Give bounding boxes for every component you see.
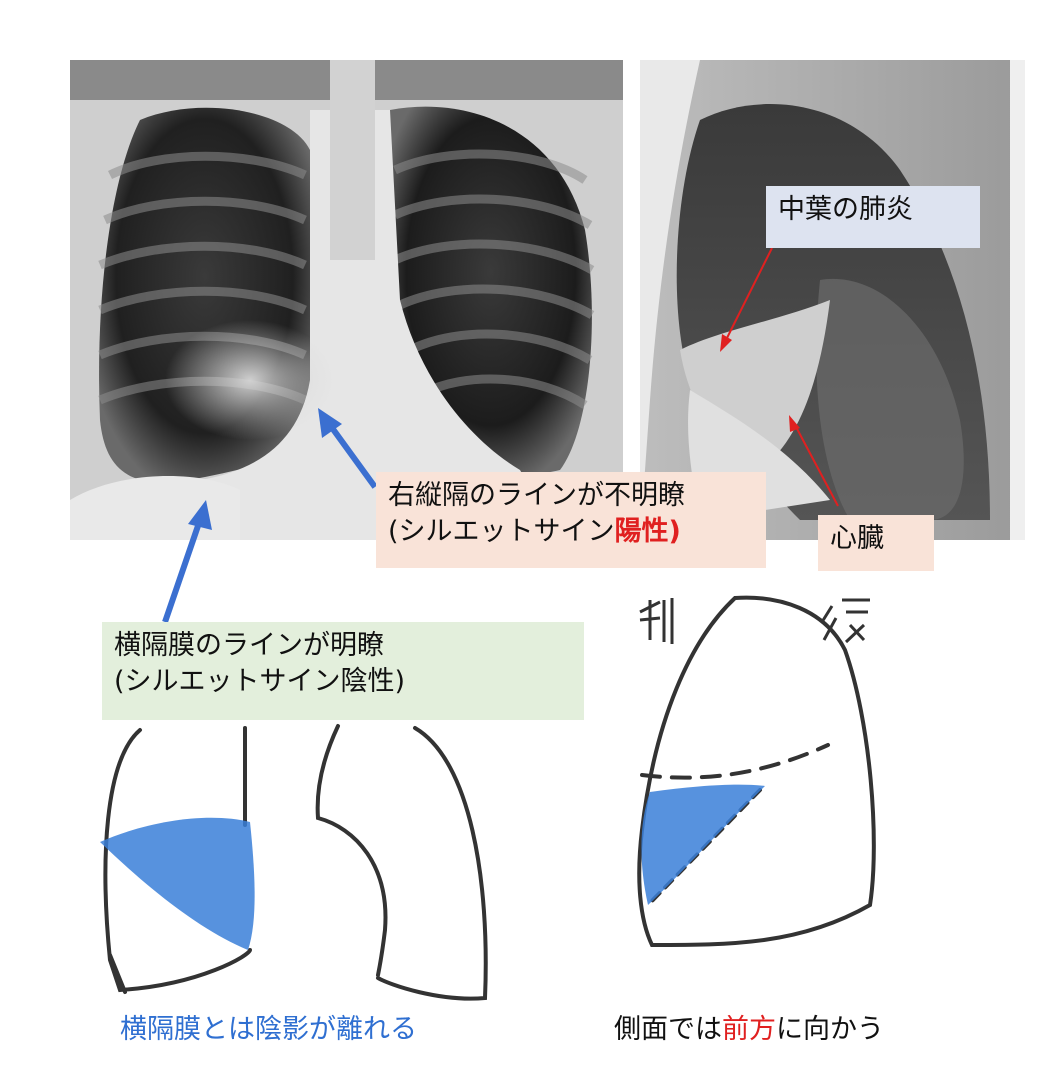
diaphragm-note: 横隔膜のラインが明瞭 (シルエットサイン陰性) bbox=[102, 622, 584, 720]
mediastinum-note: 右縦隔のラインが不明瞭 (シルエットサイン陽性) bbox=[376, 472, 766, 568]
back-handwriting bbox=[820, 598, 870, 644]
caption-right-part3: に向かう bbox=[776, 1014, 884, 1045]
arrow-to-heart bbox=[789, 415, 839, 507]
heart-note: 心臓 bbox=[818, 515, 934, 571]
arrow-to-mediastinum bbox=[318, 408, 378, 489]
silhouette-negative-text: (シルエットサイン陰性) bbox=[114, 666, 406, 697]
caption-right-part1: 側面では bbox=[614, 1014, 722, 1045]
frontal-xray-image bbox=[70, 60, 623, 540]
arrow-to-pneumonia bbox=[720, 247, 773, 352]
caption-right: 側面では前方に向かう bbox=[614, 1012, 884, 1048]
caption-left: 横隔膜とは陰影が離れる bbox=[120, 1012, 417, 1048]
middle-lobe-pneumonia-text: 中葉の肺炎 bbox=[778, 194, 913, 225]
lateral-xray-image bbox=[640, 60, 1025, 540]
heart-text: 心臓 bbox=[830, 523, 884, 554]
caption-left-text: 横隔膜とは陰影が離れる bbox=[120, 1014, 417, 1045]
silhouette-positive-prefix: (シルエットサイン bbox=[388, 516, 615, 547]
caption-right-part2: 前方 bbox=[722, 1014, 776, 1045]
frontal-lung-drawing bbox=[103, 724, 488, 1001]
diaphragm-text: 横隔膜のラインが明瞭 bbox=[114, 630, 384, 661]
lateral-lung-drawing bbox=[637, 595, 876, 948]
frontal-shading bbox=[100, 817, 255, 950]
silhouette-positive-line: (シルエットサイン陽性) bbox=[388, 514, 754, 550]
mediastinum-text: 右縦隔のラインが不明瞭 bbox=[388, 480, 685, 511]
lateral-shading bbox=[641, 784, 765, 905]
middle-lobe-pneumonia-note: 中葉の肺炎 bbox=[766, 186, 980, 248]
silhouette-positive-word: 陽性) bbox=[614, 516, 681, 547]
front-handwriting bbox=[639, 598, 674, 644]
arrow-to-diaphragm bbox=[162, 500, 212, 623]
